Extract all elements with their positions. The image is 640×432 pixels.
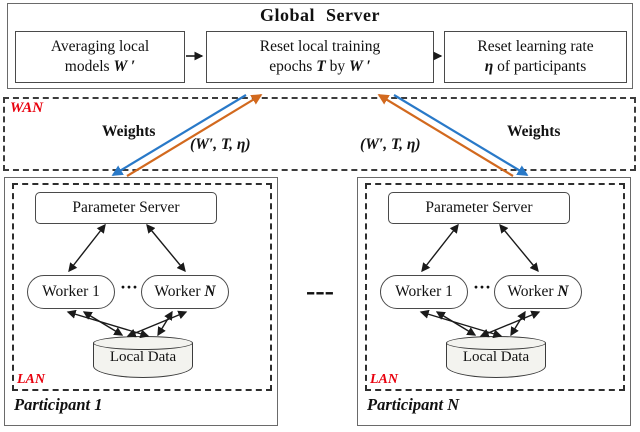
- math-symbol: T: [316, 58, 326, 75]
- reset-learning-rate-box: Reset learning rate η of participants: [444, 31, 627, 83]
- worker-n-node: Worker N: [141, 275, 229, 309]
- math-symbol: W ′: [348, 58, 371, 75]
- cylinder-top: [93, 336, 193, 350]
- math-symbol: N: [204, 283, 216, 300]
- participant-n-panel: LAN Parameter Server Worker 1 ··· Worker…: [357, 177, 631, 426]
- participant-1-panel: LAN Parameter Server Worker 1 ··· Worker…: [4, 177, 278, 426]
- step-line: models W ′: [65, 57, 135, 77]
- lan-label: LAN: [370, 372, 398, 387]
- step-line: Averaging local: [51, 37, 149, 57]
- step-text: Reset local training: [259, 37, 381, 55]
- local-data-label: Local Data: [462, 349, 530, 365]
- local-data-store: Local Data: [93, 336, 193, 378]
- parameter-server-box: Parameter Server: [388, 192, 570, 224]
- participant-name: Participant 1: [14, 395, 103, 414]
- reset-epochs-box: Reset local training epochs T by W ′: [206, 31, 434, 83]
- worker-ellipsis: ···: [472, 277, 491, 297]
- local-data-label: Local Data: [109, 349, 177, 365]
- parameter-server-box: Parameter Server: [35, 192, 217, 224]
- worker-label: Worker: [154, 283, 205, 300]
- step-text: models: [64, 58, 114, 75]
- step-text: by: [325, 58, 349, 75]
- step-line: Reset local training: [260, 37, 381, 57]
- params-tuple-right: (W′, T, η): [360, 136, 421, 153]
- step-text: Averaging local: [50, 37, 150, 55]
- weights-label-right: Weights: [507, 123, 561, 140]
- participant-name: Participant N: [367, 395, 460, 414]
- lan-label: LAN: [17, 372, 45, 387]
- step-line: η of participants: [485, 57, 587, 77]
- weights-label-left: Weights: [102, 123, 156, 140]
- params-tuple-left: (W′, T, η): [190, 136, 251, 153]
- math-symbol: N: [557, 283, 569, 300]
- wan-label: WAN: [10, 100, 44, 116]
- local-data-store: Local Data: [446, 336, 546, 378]
- step-text: epochs: [269, 58, 317, 75]
- worker-1-node: Worker 1: [27, 275, 115, 309]
- worker-ellipsis: ···: [119, 277, 138, 297]
- global-server-title: Global Server: [260, 5, 380, 25]
- worker-1-node: Worker 1: [380, 275, 468, 309]
- step-text: Reset learning rate: [477, 37, 594, 55]
- participant-1-lan-boundary: LAN: [12, 183, 272, 391]
- math-symbol: η: [484, 58, 494, 75]
- step-line: epochs T by W ′: [269, 57, 370, 77]
- step-text: of participants: [493, 58, 587, 75]
- participants-ellipsis: ---: [306, 276, 334, 307]
- math-symbol: W ′: [113, 58, 136, 75]
- global-server-panel: Global Server Averaging local models W ′…: [7, 3, 633, 89]
- averaging-models-box: Averaging local models W ′: [15, 31, 185, 83]
- participant-n-lan-boundary: LAN: [365, 183, 625, 391]
- wan-zone: WAN Weights (W′, T, η) (W′, T, η) Weight…: [3, 97, 636, 171]
- step-line: Reset learning rate: [477, 37, 593, 57]
- cylinder-top: [446, 336, 546, 350]
- worker-label: Worker: [507, 283, 558, 300]
- worker-n-node: Worker N: [494, 275, 582, 309]
